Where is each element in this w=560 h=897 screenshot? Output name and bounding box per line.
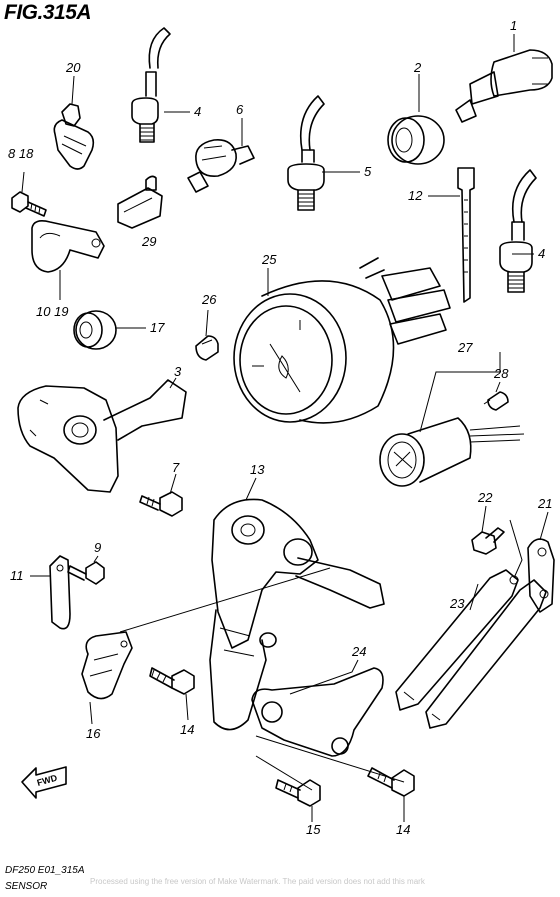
model-code: DF250 E01_315A bbox=[5, 865, 85, 876]
figure-title: FIG.315A bbox=[4, 1, 92, 24]
callout-4-upper: 4 bbox=[194, 104, 201, 119]
callout-28: 28 bbox=[493, 366, 509, 381]
callout-29: 29 bbox=[141, 234, 156, 249]
part-2-grommet bbox=[387, 115, 445, 165]
fwd-direction-badge: FWD bbox=[21, 766, 67, 799]
callout-3: 3 bbox=[174, 364, 182, 379]
part-5-sender bbox=[287, 95, 325, 211]
part-29-terminal bbox=[117, 175, 163, 229]
part-26-bulb bbox=[195, 335, 219, 361]
part-14-bolt-left bbox=[149, 667, 195, 695]
callout-12: 12 bbox=[408, 188, 423, 203]
callout-21: 21 bbox=[537, 496, 552, 511]
part-21-bracket bbox=[527, 538, 555, 613]
callout-26: 26 bbox=[201, 292, 217, 307]
watermark-notice: Processed using the free version of Make… bbox=[90, 877, 425, 886]
part-12-tie-strap bbox=[457, 167, 475, 303]
part-24-bracket bbox=[251, 667, 384, 757]
part-28-bulb bbox=[483, 391, 509, 411]
callout-9: 9 bbox=[94, 540, 101, 555]
part-14-bolt-right bbox=[367, 767, 415, 797]
callout-20: 20 bbox=[65, 60, 81, 75]
part-9-screw bbox=[67, 561, 105, 585]
part-22-bolt bbox=[471, 527, 505, 555]
part-23-link bbox=[395, 569, 547, 729]
part-20-hose-clip bbox=[53, 103, 95, 170]
callout-labels: 1 2 3 4 4 5 6 7 8 18 9 10 19 11 12 13 14… bbox=[8, 18, 552, 837]
part-16-clamp bbox=[81, 631, 133, 700]
callout-13: 13 bbox=[250, 462, 265, 477]
callout-2: 2 bbox=[413, 60, 422, 75]
callout-6: 6 bbox=[236, 102, 244, 117]
part-8-18-bolt bbox=[11, 191, 47, 217]
leader-lines bbox=[21, 34, 549, 822]
part-25-gauge bbox=[233, 257, 451, 424]
callout-14-right: 14 bbox=[396, 822, 410, 837]
part-6-pressure-switch bbox=[187, 138, 255, 193]
callout-17: 17 bbox=[150, 320, 165, 335]
part-17-grommet bbox=[73, 310, 117, 350]
part-4-sender-right bbox=[499, 169, 537, 293]
part-3-shift-lever bbox=[17, 379, 187, 493]
callout-7: 7 bbox=[172, 460, 180, 475]
part-15-bolt bbox=[275, 779, 321, 807]
callout-10-19: 10 19 bbox=[36, 304, 69, 319]
part-13-sensor-assembly bbox=[209, 498, 385, 731]
callout-14-left: 14 bbox=[180, 722, 194, 737]
callout-1: 1 bbox=[510, 18, 517, 33]
callout-4-right: 4 bbox=[538, 246, 545, 261]
callout-23: 23 bbox=[449, 596, 465, 611]
callout-24: 24 bbox=[351, 644, 366, 659]
callout-15: 15 bbox=[306, 822, 321, 837]
part-1-connector bbox=[455, 49, 553, 123]
callout-27: 27 bbox=[457, 340, 473, 355]
callout-16: 16 bbox=[86, 726, 101, 741]
callout-11: 11 bbox=[10, 568, 24, 583]
section-name: SENSOR bbox=[5, 881, 48, 892]
part-11-bracket bbox=[49, 555, 71, 630]
callout-22: 22 bbox=[477, 490, 493, 505]
part-10-19-clamp bbox=[31, 220, 105, 273]
callout-8-18: 8 18 bbox=[8, 146, 34, 161]
part-7-screw bbox=[139, 491, 183, 517]
callout-5: 5 bbox=[364, 164, 372, 179]
part-27-pilot-lamp bbox=[379, 417, 525, 487]
callout-25: 25 bbox=[261, 252, 277, 267]
part-4-sender-upper bbox=[131, 27, 171, 143]
